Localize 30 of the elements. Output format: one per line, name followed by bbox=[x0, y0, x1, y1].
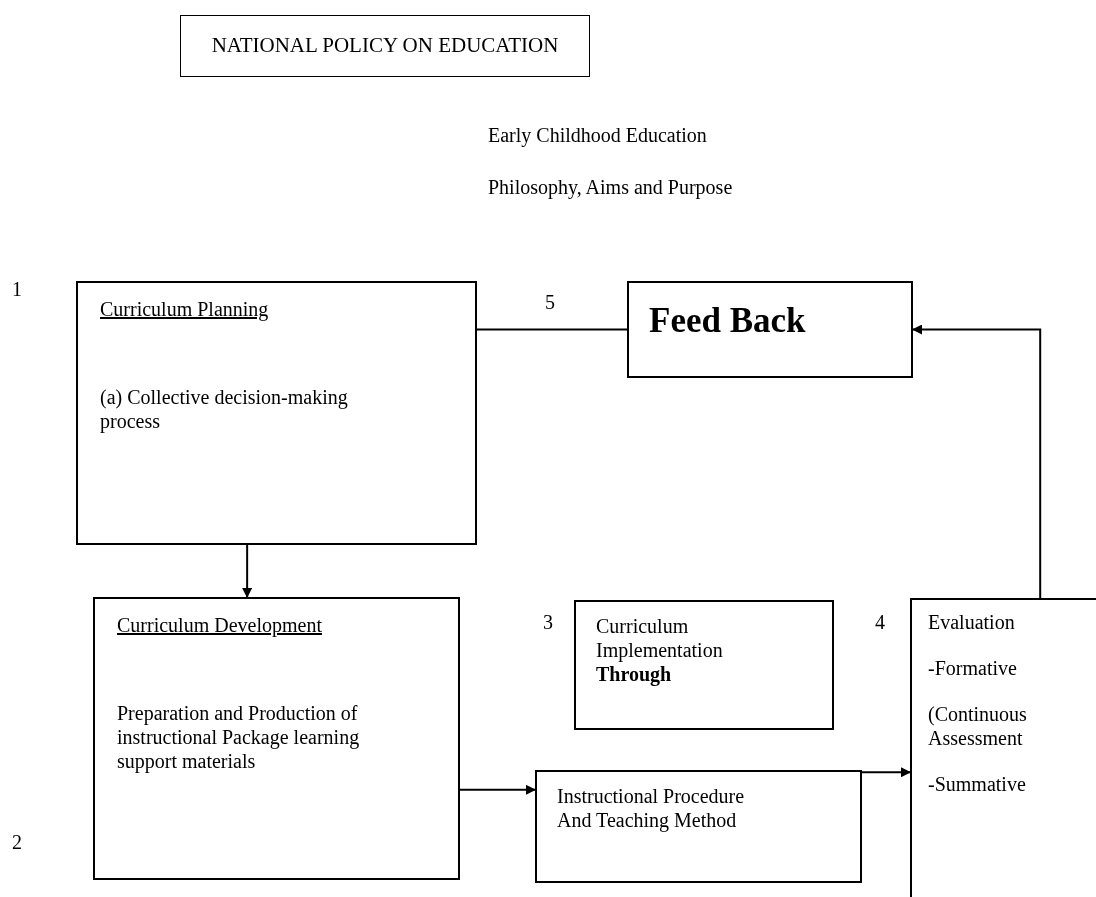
title-text: NATIONAL POLICY ON EDUCATION bbox=[211, 32, 559, 60]
box-heading: Evaluation bbox=[928, 610, 1016, 634]
box-text: Curriculum Implementation Through bbox=[596, 614, 724, 686]
arrow bbox=[242, 544, 253, 598]
box-text: Instructional Procedure And Teaching Method bbox=[557, 784, 746, 832]
arrow bbox=[861, 767, 911, 778]
process-box bbox=[535, 770, 862, 883]
subtitle-text: Early Childhood Education bbox=[488, 123, 708, 147]
box-text: (Continuous Assessment bbox=[928, 702, 1028, 750]
box-heading: Curriculum Development bbox=[117, 613, 323, 637]
step-number: 1 bbox=[12, 277, 22, 301]
box-text: Preparation and Production of instructional Package learning support materials bbox=[117, 701, 361, 773]
subtitle-text: Philosophy, Aims and Purpose bbox=[488, 175, 733, 199]
title-box bbox=[180, 15, 590, 77]
step-number: 2 bbox=[12, 830, 22, 854]
arrow bbox=[912, 324, 1042, 599]
process-box bbox=[574, 600, 834, 730]
connector-line bbox=[476, 328, 628, 331]
box-heading: Curriculum Planning bbox=[100, 297, 270, 321]
box-text: (a) Collective decision-making process bbox=[100, 385, 349, 433]
box-text: -Summative bbox=[928, 772, 1027, 796]
evaluation-box bbox=[910, 598, 1096, 897]
feedback-box bbox=[627, 281, 913, 378]
box-text: -Formative bbox=[928, 656, 1018, 680]
arrow bbox=[459, 784, 536, 795]
process-box bbox=[76, 281, 477, 545]
process-box bbox=[93, 597, 460, 880]
step-number: 4 bbox=[875, 610, 885, 634]
step-number: 3 bbox=[543, 610, 553, 634]
box-heading: Feed Back bbox=[649, 300, 807, 342]
